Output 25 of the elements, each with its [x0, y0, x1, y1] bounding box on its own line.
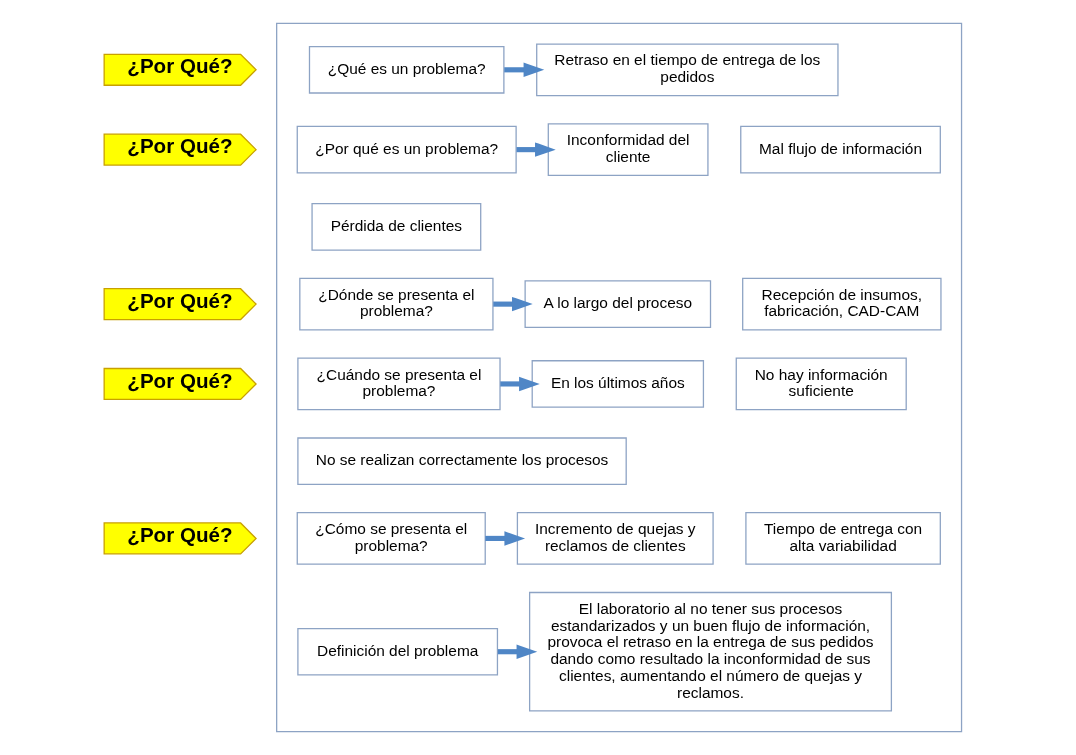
node-box: No hay información suficiente: [735, 357, 907, 411]
arrow: [497, 644, 538, 659]
node-box: ¿Dónde se presenta el problema?: [299, 277, 494, 331]
arrow: [516, 142, 556, 157]
node-box: ¿Por qué es un problema?: [296, 125, 517, 174]
node-box: Retraso en el tiempo de entrega de los pedidos: [536, 43, 839, 97]
arrow: [493, 296, 533, 312]
node-box: A lo largo del proceso: [524, 280, 712, 328]
node-box: Tiempo de entrega con alta variabilidad: [745, 512, 941, 565]
cluster: [276, 22, 963, 733]
arrow: [500, 376, 540, 392]
arrow: [504, 62, 545, 78]
node-box: No se realizan correctamente los procesos: [297, 437, 627, 485]
node-box: ¿Qué es un problema?: [308, 46, 505, 94]
node-box: Inconformidad del cliente: [547, 123, 709, 177]
node-box: Incremento de quejas y reclamos de clientes: [516, 512, 714, 565]
node-box: Definición del problema: [297, 627, 499, 676]
node-box: En los últimos años: [531, 360, 705, 408]
node-box: Mal flujo de información: [740, 125, 941, 174]
node-box: ¿Cómo se presenta el problema?: [296, 512, 486, 565]
node-box: Pérdida de clientes: [311, 203, 482, 251]
node-box: Recepción de insumos, fabricación, CAD-CAM: [742, 277, 942, 331]
arrow: [485, 531, 526, 546]
node-box: ¿Cuándo se presenta el problema?: [297, 357, 501, 411]
node-box: El laboratorio al no tener sus procesos estandarizados y un buen flujo de información, provoca el retraso en la entrega de sus pedidos dando como resultado la inconformidad de sus clientes, aumentando el número de quejas y reclamos.: [529, 591, 893, 712]
